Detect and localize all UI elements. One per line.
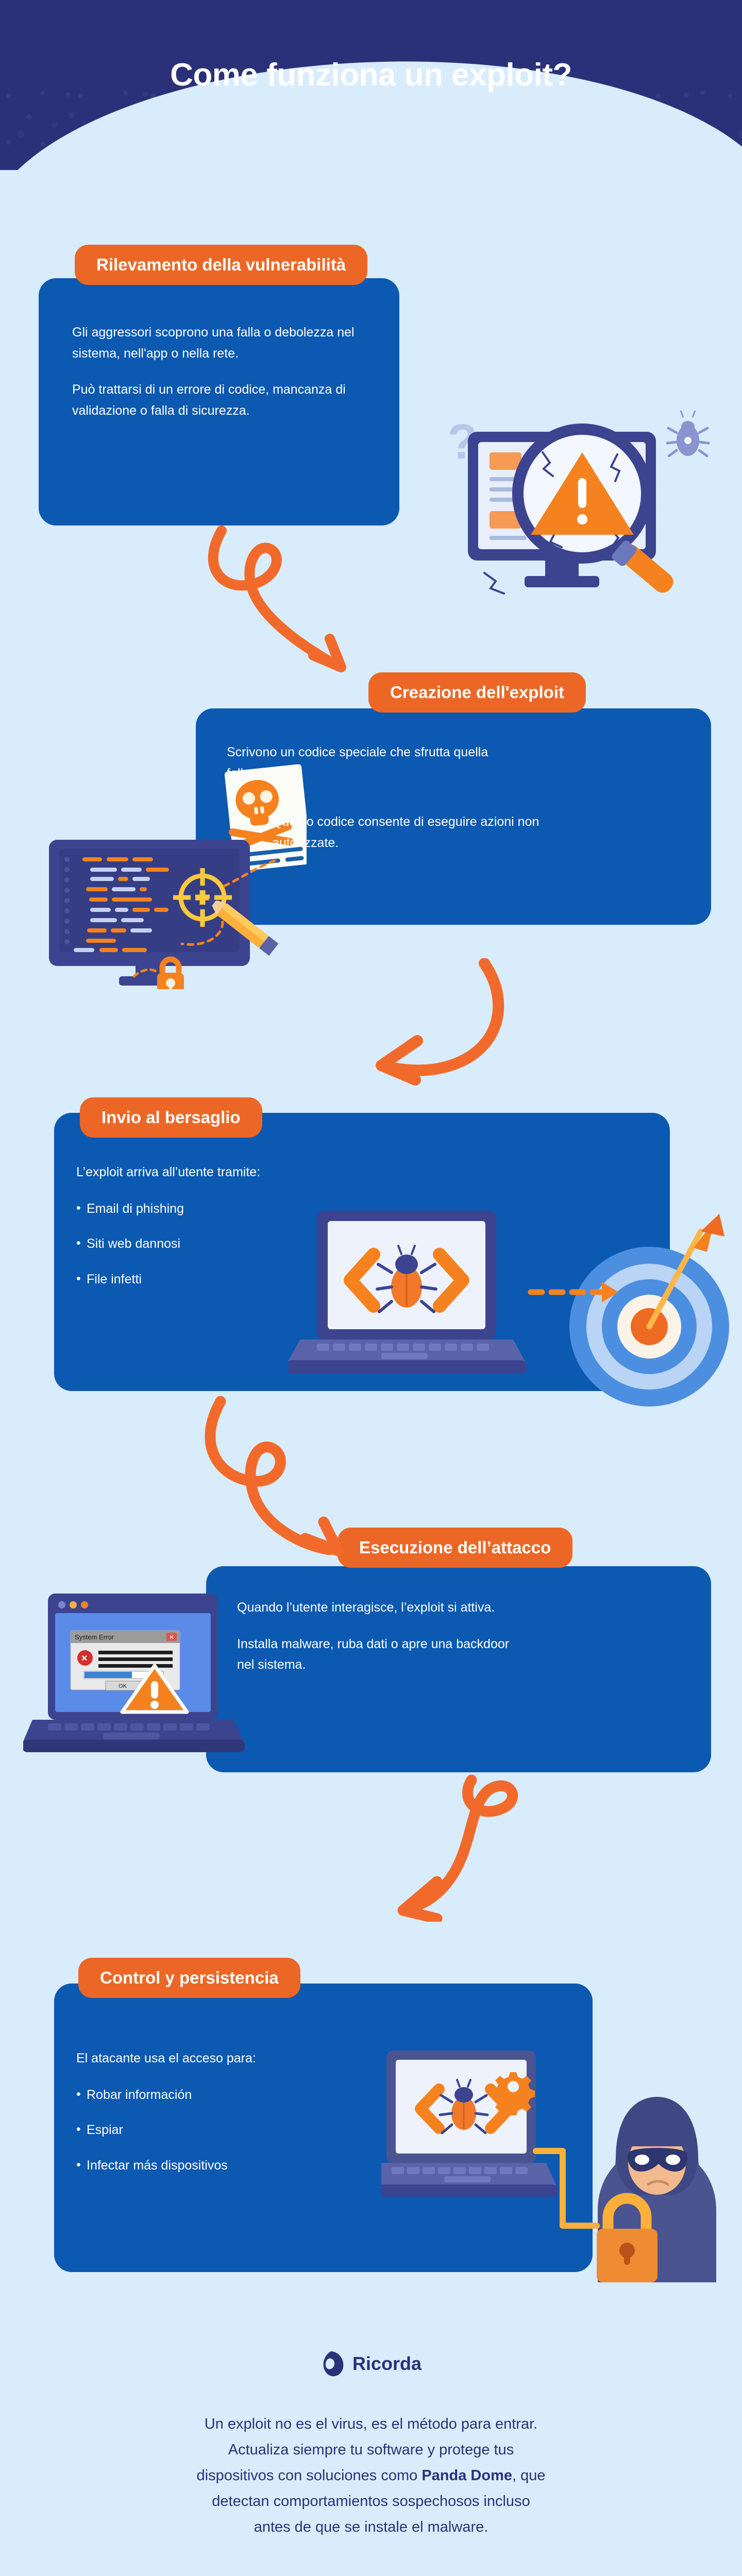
ricorda-text: Un exploit no es el virus, es el método … xyxy=(98,2412,644,2540)
step-4-badge: Esecuzione dell’attacco xyxy=(338,1528,573,1568)
dialog-title: System Error xyxy=(75,1633,114,1641)
ricorda-title: Ricorda xyxy=(352,2353,422,2374)
step-2-badge: Creazione dell'exploit xyxy=(368,672,586,713)
laptop-bug-gear-icon xyxy=(365,2050,558,2197)
ricorda-line-4: detectan comportamientos sospechosos inc… xyxy=(212,2493,530,2510)
magnifier-handle xyxy=(620,545,673,593)
step-5-illustration xyxy=(365,2040,742,2282)
step-3-body: L’exploit arriva all’utente tramite: Ema… xyxy=(76,1162,365,1304)
gear-icon xyxy=(492,2072,535,2115)
step-2-illustration xyxy=(18,762,312,996)
bug-icon xyxy=(666,410,710,457)
ricorda-line-2: Actualiza siempre tu software y protege … xyxy=(228,2441,514,2458)
ricorda-heading: Ricorda xyxy=(321,2349,421,2378)
list-item: Siti web dannosi xyxy=(76,1233,365,1255)
step-5-badge: Control y persistencia xyxy=(78,1958,300,1998)
svg-text:✕: ✕ xyxy=(81,1654,88,1663)
dashed-connector-arrow xyxy=(528,1282,618,1302)
step-5-paragraph-1: El atacante usa el acceso para: xyxy=(76,2051,256,2065)
step-5-body: El atacante usa el acceso para: Robar in… xyxy=(76,2048,385,2190)
ricorda-line-3-pre: dispositivos con soluciones como xyxy=(196,2467,422,2484)
warning-triangle-icon xyxy=(120,1664,189,1714)
ricorda-line-3-post: , que xyxy=(512,2467,546,2484)
arrow-step1-to-step2 xyxy=(180,515,361,680)
dialog-ok-button: OK xyxy=(119,1683,127,1689)
padlock-icon xyxy=(597,2193,657,2282)
step-1-paragraph-1: Gli aggressori scoprono una falla o debo… xyxy=(72,325,355,361)
step-4-card xyxy=(206,1566,711,1772)
step-1-card xyxy=(39,278,399,526)
ricorda-line-3: dispositivos con soluciones como Panda D… xyxy=(98,2463,644,2489)
step-3-illustration xyxy=(286,1200,737,1422)
step-1-illustration: ? xyxy=(407,392,737,598)
step-1-badge: Rilevamento della vulnerabilità xyxy=(75,245,368,285)
crosshair-icon xyxy=(173,868,232,927)
step-4-paragraph-2: Installa malware, ruba dati o apre una b… xyxy=(237,1636,510,1672)
error-icon xyxy=(77,1650,93,1666)
step-4-paragraph-1: Quando l’utente interagisce, l’exploit s… xyxy=(237,1600,495,1615)
brand-name-panda-dome: Panda Dome xyxy=(421,2467,512,2484)
ricorda-line-5: antes de que se instale el malware. xyxy=(254,2518,488,2535)
list-item: Espiar xyxy=(76,2119,385,2141)
step-3-bullet-list: Email di phishing Siti web dannosi File … xyxy=(76,1198,365,1290)
list-item: Robar información xyxy=(76,2084,385,2106)
list-item: Email di phishing xyxy=(76,1198,365,1219)
page-title: Come funziona un exploit? xyxy=(170,57,572,93)
panda-mark-icon xyxy=(323,2351,344,2377)
step-2-paragraph-1: Scrivono un codice speciale che sfrutta … xyxy=(227,745,488,781)
list-item: Infectar más dispositivos xyxy=(76,2155,385,2176)
step-1-body: Gli aggressori scoprono una falla o debo… xyxy=(72,322,361,421)
list-item: File infetti xyxy=(76,1268,365,1290)
cable-connector xyxy=(533,2148,600,2229)
close-icon: ✕ xyxy=(169,1634,174,1641)
step-4-illustration: System Error ✕ ✕ OK xyxy=(22,1589,245,1775)
step-2-body: Scrivono un codice speciale che sfrutta … xyxy=(227,742,515,784)
step-2-paragraph-2: Questo codice consente di eseguire azion… xyxy=(272,815,539,850)
step-3-badge: Invio al bersaglio xyxy=(80,1097,262,1138)
page-header: Come funziona un exploit? xyxy=(0,0,742,170)
dart-arrow-icon xyxy=(646,1214,724,1330)
arrow-step2-to-step3 xyxy=(314,958,526,1087)
step-2-body-2: Questo codice consente di eseguire azion… xyxy=(272,811,545,853)
laptop-bug-icon xyxy=(286,1211,527,1374)
step-3-paragraph-1: L’exploit arriva all’utente tramite: xyxy=(76,1165,261,1179)
ricorda-section: Ricorda Un exploit no es el virus, es el… xyxy=(0,2349,742,2540)
step-4-body: Quando l’utente interagisce, l’exploit s… xyxy=(237,1597,526,1675)
pencil-icon xyxy=(208,899,279,956)
step-1-paragraph-2: Può trattarsi di un errore di codice, ma… xyxy=(72,382,346,418)
arrow-step4-to-step5 xyxy=(319,1772,541,1924)
progress-bar xyxy=(85,1672,132,1678)
arrow-step3-to-step4 xyxy=(175,1391,361,1561)
hacker-figure-icon xyxy=(598,2097,716,2282)
ricorda-line-1: Un exploit no es el virus, es el método … xyxy=(204,2416,538,2432)
step-5-bullet-list: Robar información Espiar Infectar más di… xyxy=(76,2084,385,2176)
